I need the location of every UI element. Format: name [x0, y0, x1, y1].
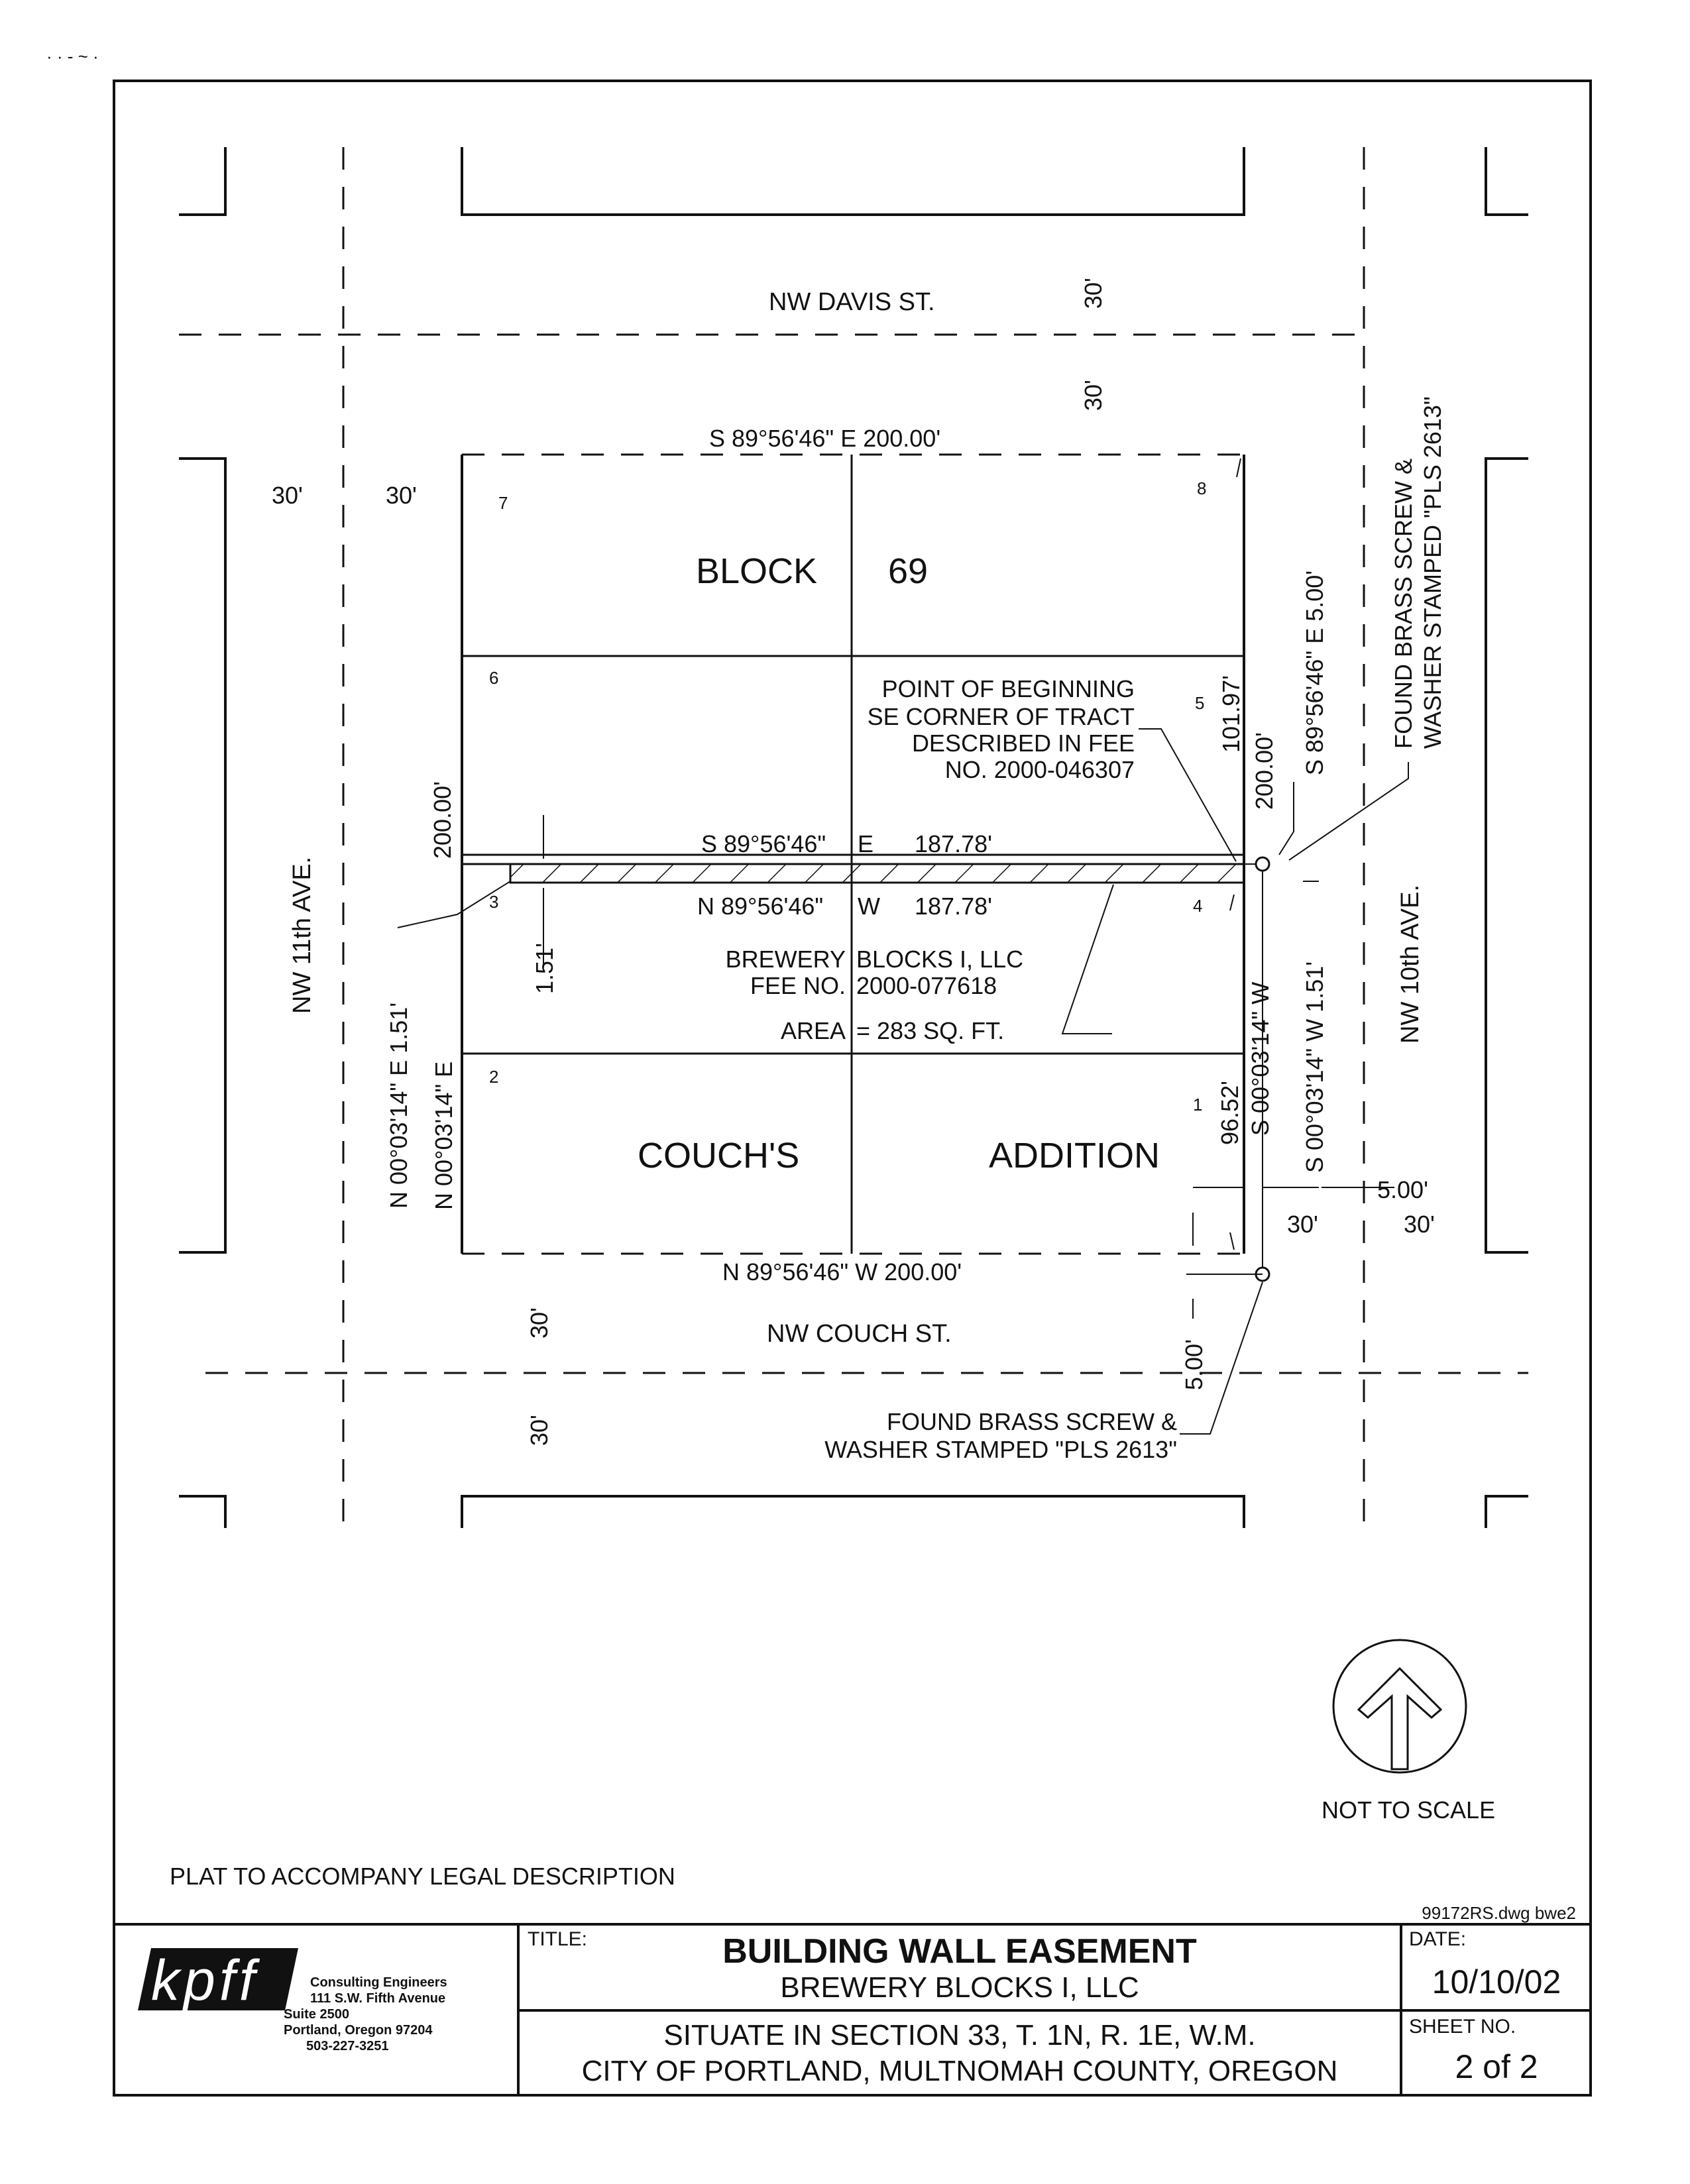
width-davis-top: 30' — [1080, 278, 1107, 309]
west-tie: N 00°03'14" E 1.51' — [385, 1003, 412, 1209]
monument-se-line-2: WASHER STAMPED "PLS 2613" — [824, 1436, 1177, 1463]
company-line-2: 111 S.W. Fifth Avenue — [310, 1991, 445, 2006]
east-tie-lower: S 00°03'14" W 1.51' — [1301, 961, 1328, 1173]
pob-line-1: POINT OF BEGINNING — [882, 675, 1135, 702]
se-tie-east: 5.00' — [1377, 1176, 1428, 1203]
company-line-4: Portland, Oregon 97204 — [284, 2023, 433, 2038]
lot-6: 6 — [489, 668, 498, 688]
scale-note: NOT TO SCALE — [1322, 1796, 1495, 1824]
couchs-word: COUCH'S — [638, 1136, 799, 1175]
west-line-bearing: N 00°03'14" E — [430, 1062, 457, 1210]
width-davis-bottom: 30' — [1080, 380, 1107, 411]
easement-north-dist: 187.78' — [915, 830, 992, 857]
width-10th-left: 30' — [1287, 1211, 1318, 1238]
east-upper-distance: 101.97' — [1217, 675, 1245, 753]
lot-5: 5 — [1195, 693, 1204, 713]
se-tie-south: 5.00' — [1180, 1339, 1208, 1390]
street-centerlines — [179, 147, 1528, 1528]
pob-line-2: SE CORNER OF TRACT — [868, 703, 1135, 730]
company-line-5: 503-227-3251 — [306, 2039, 389, 2053]
date-label: DATE: — [1409, 1928, 1466, 1950]
lot-4: 4 — [1193, 896, 1202, 916]
lot-2: 2 — [489, 1067, 498, 1087]
sheet-value: 2 of 2 — [1455, 2048, 1538, 2085]
width-11th-right: 30' — [386, 482, 417, 509]
east-lower-distance: 96.52' — [1216, 1081, 1243, 1145]
sheet-label: SHEET NO. — [1409, 2016, 1516, 2038]
west-line-distance: 200.00' — [429, 781, 456, 859]
plat-note: PLAT TO ACCOMPANY LEGAL DESCRIPTION — [170, 1863, 675, 1890]
owner-value-2: 2000-077618 — [856, 972, 997, 999]
situate-line-1: SITUATE IN SECTION 33, T. 1N, R. 1E, W.M… — [663, 2019, 1255, 2051]
lot-3: 3 — [489, 892, 498, 912]
south-line-bearing: N 89°56'46" W 200.00' — [722, 1258, 962, 1285]
easement-strip — [462, 853, 1245, 884]
kpff-logo — [138, 1948, 298, 2010]
ne-tie: S 89°56'46" E 5.00' — [1301, 571, 1328, 775]
street-north: NW DAVIS ST. — [769, 288, 935, 316]
addition-word: ADDITION — [989, 1136, 1160, 1175]
easement-south-dist: 187.78' — [915, 893, 992, 920]
easement-south-dir: W — [858, 893, 880, 920]
east-line-distance: 200.00' — [1251, 732, 1278, 810]
street-south: NW COUCH ST. — [767, 1320, 952, 1348]
situate-line-2: CITY OF PORTLAND, MULTNOMAH COUNTY, OREG… — [582, 2055, 1338, 2087]
pob-line-4: NO. 2000-046307 — [945, 756, 1135, 783]
kpff-logo-text: kpff — [151, 1949, 260, 2012]
lot-1: 1 — [1193, 1095, 1202, 1115]
file-note: 99172RS.dwg bwe2 — [1422, 1903, 1576, 1923]
date-value: 10/10/02 — [1432, 1963, 1561, 2000]
owner-label-2: FEE NO. — [750, 972, 846, 999]
easement-south-bearing: N 89°56'46" — [697, 893, 823, 920]
sheet-subtitle: BREWERY BLOCKS I, LLC — [780, 1971, 1139, 2004]
owner-label-1: BREWERY — [726, 946, 846, 973]
company-line-1: Consulting Engineers — [310, 1975, 447, 1990]
block-number: 69 — [888, 551, 928, 591]
width-couch-top: 30' — [526, 1307, 553, 1338]
monument-ne-line-1: FOUND BRASS SCREW & — [1390, 459, 1417, 749]
lot-7: 7 — [498, 493, 508, 513]
street-east: NW 10th AVE. — [1396, 885, 1424, 1044]
area-label: AREA — [781, 1017, 846, 1044]
monument-ne-line-2: WASHER STAMPED "PLS 2613" — [1419, 396, 1446, 749]
easement-north-dir: E — [858, 830, 873, 857]
scan-mark: · · - ~ · — [46, 46, 99, 66]
north-arrow-icon — [1332, 1639, 1467, 1774]
title-label: TITLE: — [528, 1928, 587, 1950]
area-value: = 283 SQ. FT. — [856, 1017, 1004, 1044]
neighbor-block-corners — [179, 147, 1528, 1528]
leaders — [397, 728, 1409, 1435]
street-west: NW 11th AVE. — [288, 857, 316, 1014]
owner-value-1: BLOCKS I, LLC — [856, 946, 1023, 973]
corner-ticks — [1229, 458, 1241, 1250]
east-tie-upper: S 00°03'14" W — [1247, 982, 1274, 1136]
width-10th-right: 30' — [1404, 1211, 1435, 1238]
tie-lines — [1186, 863, 1319, 1275]
block-word: BLOCK — [696, 551, 817, 591]
easement-width: 1.51' — [531, 943, 558, 994]
easement-north-bearing: S 89°56'46" — [701, 830, 826, 857]
sheet-border — [113, 80, 1592, 2097]
sheet-title: BUILDING WALL EASEMENT — [722, 1932, 1197, 1971]
width-11th-left: 30' — [272, 482, 303, 509]
monument-se-line-1: FOUND BRASS SCREW & — [887, 1408, 1177, 1435]
company-line-3: Suite 2500 — [284, 2007, 349, 2022]
title-block — [114, 1923, 1591, 2095]
north-line-bearing: S 89°56'46" E 200.00' — [709, 425, 940, 452]
lot-8: 8 — [1197, 478, 1206, 498]
pob-line-3: DESCRIBED IN FEE — [912, 730, 1135, 757]
width-couch-bottom: 30' — [526, 1415, 553, 1446]
